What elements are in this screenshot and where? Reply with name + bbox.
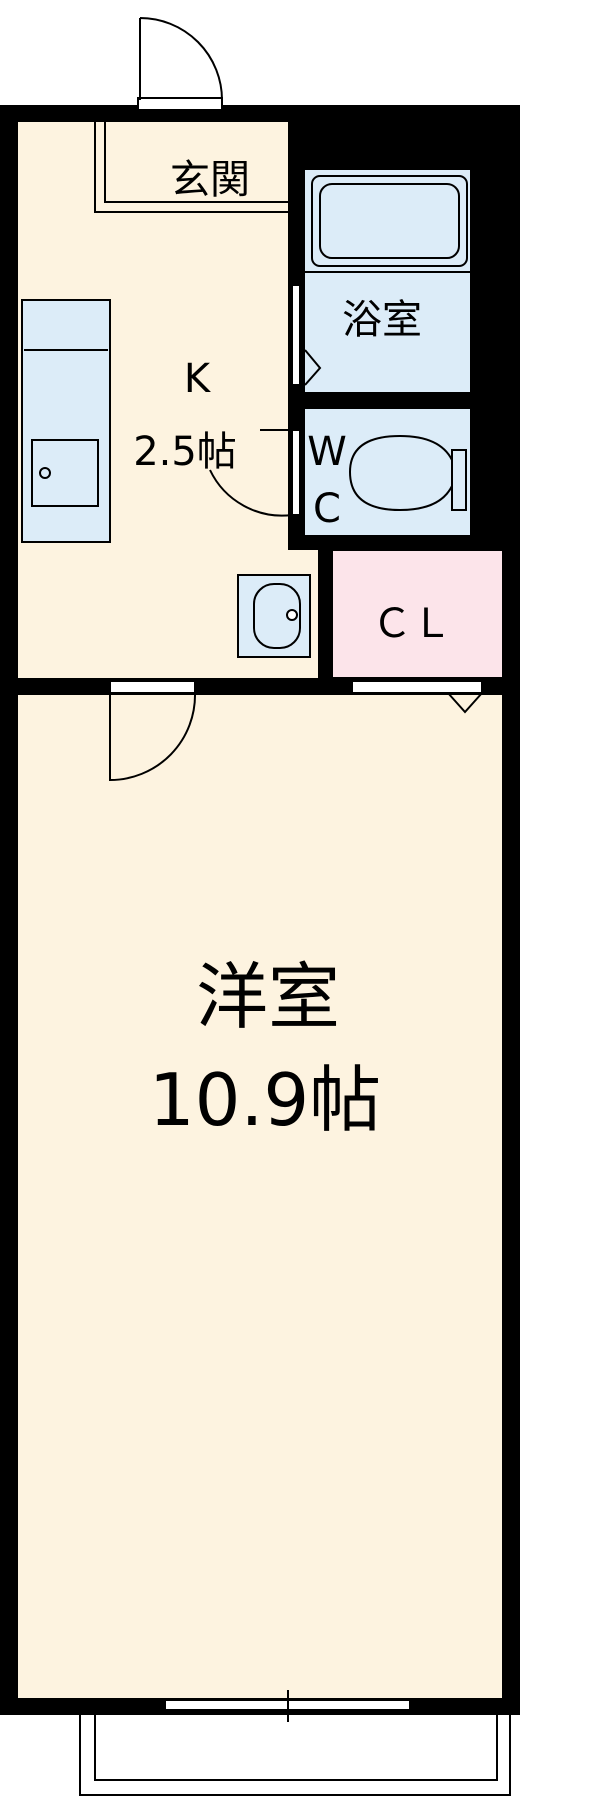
- bathtub: [311, 175, 468, 267]
- toilet-tank: [451, 449, 467, 511]
- wc-label-w: W: [307, 429, 347, 475]
- entrance-step: [94, 122, 288, 213]
- washbasin: [237, 574, 311, 658]
- kitchen-sink: [31, 439, 99, 507]
- bath-label: 浴室: [342, 297, 422, 343]
- western-room-size-label: 10.9帖: [149, 1058, 381, 1142]
- kitchen-size-label: 2.5帖: [133, 429, 237, 475]
- closet-door: [351, 680, 483, 694]
- floor-plan: 玄関 K 2.5帖 浴室 W C ＣＬ 洋室 10.9帖: [0, 17, 520, 1796]
- entrance-step-inner: [104, 122, 288, 203]
- toilet-bowl: [348, 434, 453, 512]
- closet-label: ＣＬ: [372, 601, 452, 647]
- closet-floor: [333, 551, 502, 677]
- front-door-swing: [139, 17, 223, 101]
- closet-door-hinge: [447, 692, 483, 714]
- western-room-floor: [18, 695, 502, 1698]
- sink-drain: [39, 467, 51, 479]
- wc-door: [291, 429, 301, 516]
- bath-door: [291, 284, 301, 386]
- balcony-inner: [94, 1715, 498, 1781]
- bath-door-hinge: [304, 349, 322, 386]
- western-room-label: 洋室: [196, 955, 340, 1039]
- washbasin-drain: [286, 609, 298, 621]
- wc-label-c: C: [313, 486, 341, 532]
- bathtub-inner: [319, 183, 460, 259]
- kitchen-label: K: [184, 356, 212, 402]
- front-door-frame: [137, 97, 223, 111]
- room-door-swing: [109, 692, 197, 782]
- balcony-outer: [79, 1715, 511, 1796]
- entrance-label: 玄関: [170, 157, 250, 203]
- wc-door-swing: [209, 429, 300, 517]
- washbasin-bowl: [253, 583, 301, 649]
- room-door-frame: [109, 680, 196, 694]
